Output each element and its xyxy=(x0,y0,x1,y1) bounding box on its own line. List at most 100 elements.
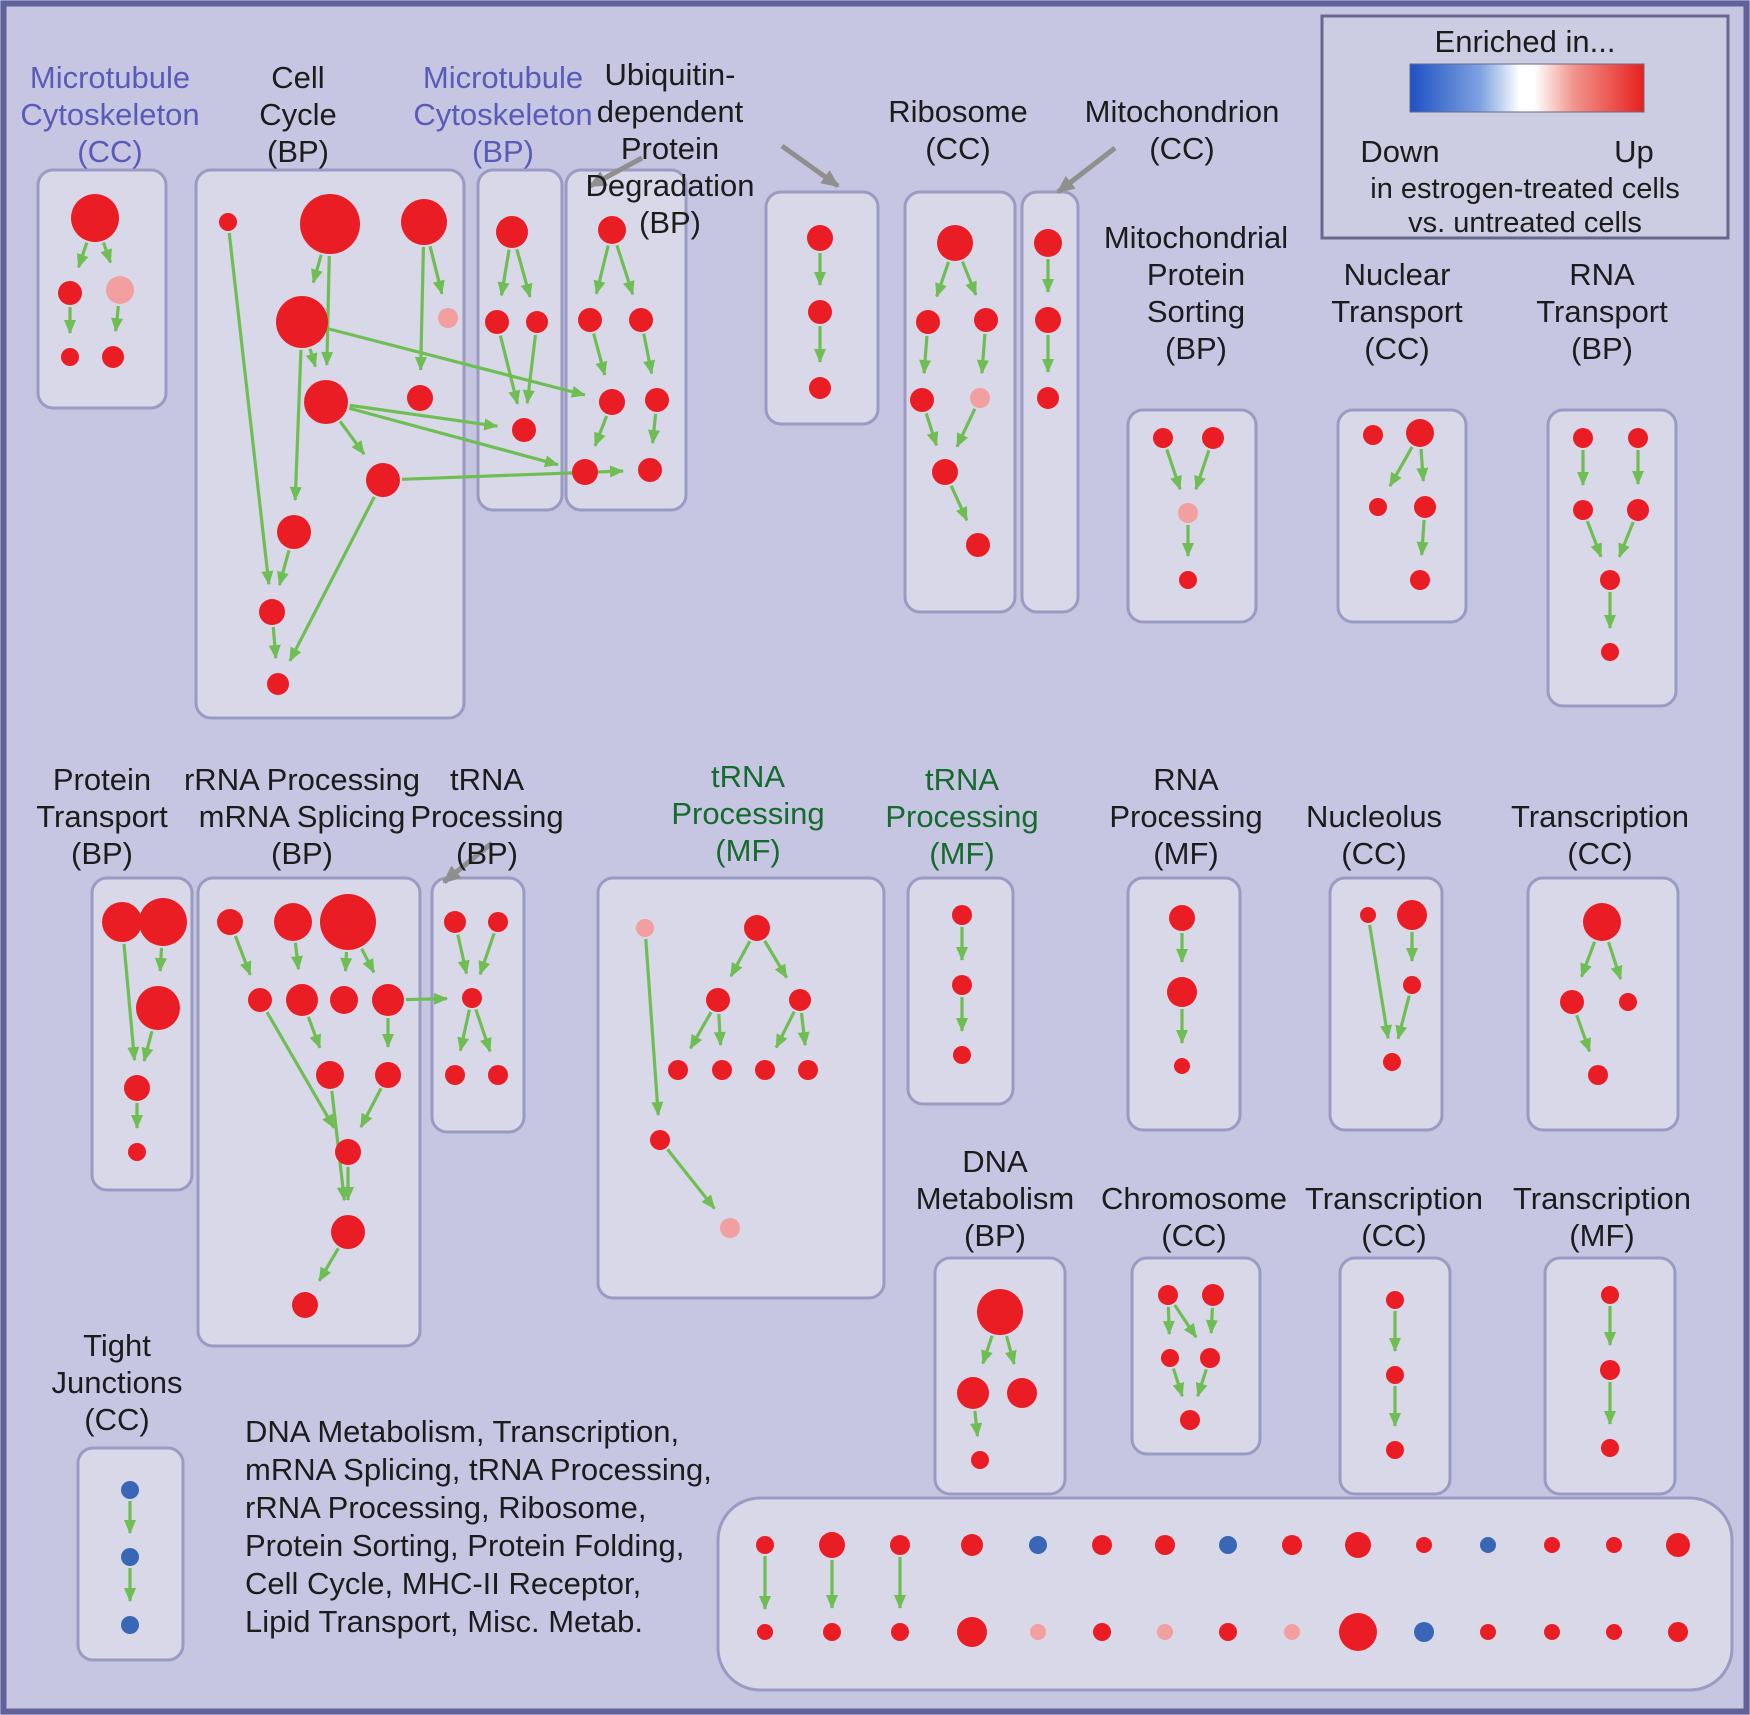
edge-arrows xyxy=(64,143,1644,1610)
edge-arrow xyxy=(497,249,511,297)
go-node xyxy=(1282,1535,1302,1555)
go-node xyxy=(1030,1624,1046,1640)
edge-arrow xyxy=(1579,941,1597,978)
label-transcription-cc-upper: Transcription(CC) xyxy=(1511,799,1689,871)
go-node xyxy=(1414,1622,1434,1642)
edge-arrow xyxy=(265,1011,336,1129)
go-node xyxy=(1383,1053,1401,1071)
edge-arrow xyxy=(233,935,252,976)
go-node xyxy=(636,919,654,937)
go-node xyxy=(128,1143,146,1161)
edge-arrow xyxy=(1195,1368,1208,1398)
go-node xyxy=(1093,1623,1111,1641)
go-node xyxy=(1601,1286,1619,1304)
edge-arrow xyxy=(1585,520,1603,558)
edge-arrow xyxy=(515,248,533,298)
go-node xyxy=(496,216,528,248)
edge-arrow xyxy=(340,951,353,973)
go-node xyxy=(1414,496,1436,518)
go-node xyxy=(1410,570,1430,590)
go-node xyxy=(952,905,972,925)
go-node xyxy=(286,984,318,1016)
go-node xyxy=(61,348,79,366)
edge-arrow xyxy=(774,1010,796,1049)
edge-arrow xyxy=(311,254,323,284)
go-node xyxy=(966,533,990,557)
go-node xyxy=(1092,1535,1112,1555)
go-node xyxy=(650,1130,670,1150)
go-node xyxy=(121,1548,139,1566)
edge-arrow xyxy=(305,348,318,368)
go-node xyxy=(1219,1536,1237,1554)
edge-arrow xyxy=(478,932,496,976)
edge-arrow xyxy=(348,406,559,468)
go-node xyxy=(890,1535,910,1555)
go-node xyxy=(1219,1623,1237,1641)
go-node xyxy=(1167,977,1197,1007)
go-node xyxy=(1363,425,1383,445)
go-node xyxy=(957,1377,989,1409)
label-transcription-mf: Transcription(MF) xyxy=(1513,1181,1691,1253)
group-box-nuclear-transport-cc xyxy=(1336,408,1468,624)
go-node xyxy=(248,988,272,1012)
go-node xyxy=(1544,1537,1560,1553)
go-node xyxy=(1600,1360,1620,1380)
edge-arrow xyxy=(456,934,470,975)
label-transcription-cc-lower: Transcription(CC) xyxy=(1305,1181,1483,1253)
go-node xyxy=(1360,907,1376,923)
go-node xyxy=(1386,1366,1404,1384)
go-node xyxy=(1202,427,1224,449)
go-node xyxy=(401,199,447,245)
go-node xyxy=(819,1532,845,1558)
go-node xyxy=(1029,1536,1047,1554)
go-node xyxy=(668,1060,688,1080)
go-node xyxy=(756,1536,774,1554)
go-node xyxy=(823,1623,841,1641)
go-node xyxy=(1416,1537,1432,1553)
edge-arrow xyxy=(474,1008,492,1053)
edge-arrow xyxy=(1368,924,1392,1040)
label-nucleolus-cc: Nucleolus(CC) xyxy=(1306,799,1442,871)
go-node xyxy=(335,1139,361,1165)
label-callout-arrow xyxy=(1056,146,1117,194)
go-node xyxy=(1601,643,1619,661)
edge-arrow xyxy=(268,626,281,660)
go-node xyxy=(809,377,831,399)
edge-arrow xyxy=(317,1247,340,1282)
edge-arrow xyxy=(457,1009,471,1052)
group-box-nucleolus-cc xyxy=(1328,876,1444,1132)
go-node xyxy=(274,903,312,941)
legend-title: Enriched in... xyxy=(1435,24,1616,59)
go-node xyxy=(1406,419,1434,447)
go-node xyxy=(638,458,662,482)
edge-arrow xyxy=(666,1148,716,1210)
go-node xyxy=(1601,1439,1619,1457)
go-node xyxy=(259,599,285,625)
go-node xyxy=(292,1292,318,1318)
edge-arrow xyxy=(729,940,752,978)
go-node xyxy=(1180,1410,1200,1430)
edge-arrow xyxy=(1388,446,1414,487)
go-node xyxy=(1666,1533,1690,1557)
group-box-dna-metabolism-bp xyxy=(933,1256,1067,1496)
edge-arrow xyxy=(1194,449,1211,491)
go-node xyxy=(1169,905,1195,931)
go-node xyxy=(1403,976,1421,994)
edge-arrow xyxy=(642,333,656,375)
go-node xyxy=(891,1623,909,1641)
go-node xyxy=(1386,1291,1404,1309)
edge-arrow xyxy=(919,335,932,375)
group-box-trna-processing-mf-large xyxy=(596,876,886,1300)
go-node xyxy=(438,308,458,328)
go-node xyxy=(71,194,119,242)
go-node xyxy=(1339,1613,1377,1651)
go-node xyxy=(1583,903,1621,941)
go-node xyxy=(1600,570,1620,590)
